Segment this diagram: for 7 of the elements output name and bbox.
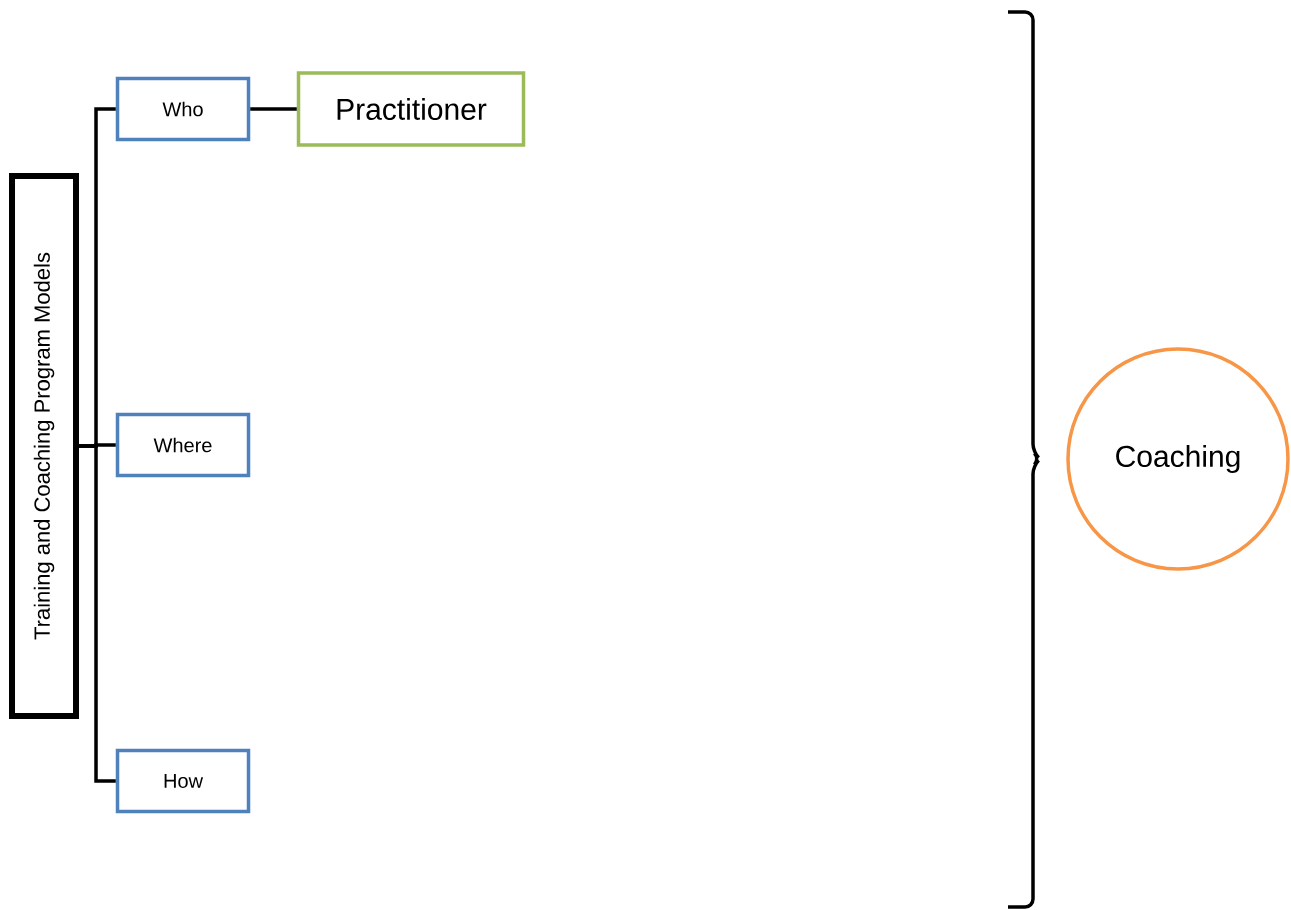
- category-box: How: [115, 748, 251, 814]
- category-box: Where: [115, 412, 251, 478]
- connector-line: [79, 444, 116, 783]
- connector-line: [250, 107, 297, 111]
- title-box: Training and Coaching Program Models: [9, 173, 79, 719]
- item-box: Practitioner: [296, 71, 526, 147]
- category-box: Who: [115, 76, 251, 142]
